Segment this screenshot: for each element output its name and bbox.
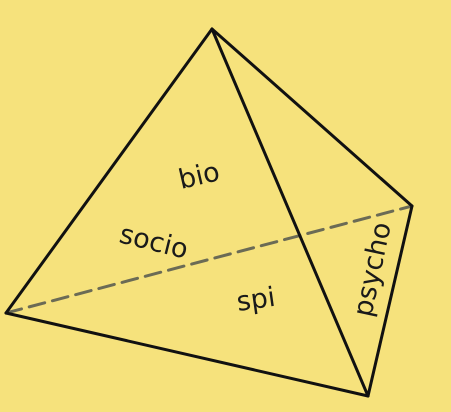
edge-apex-to-left [4,27,214,315]
edge-apex-to-right-back [210,27,414,208]
label-spi: spi [235,282,278,318]
hidden-edge-left-to-right-back [4,204,414,315]
edge-left-to-front [4,311,370,398]
edge-front-to-right-back [366,204,414,398]
edge-apex-to-front [210,27,370,398]
